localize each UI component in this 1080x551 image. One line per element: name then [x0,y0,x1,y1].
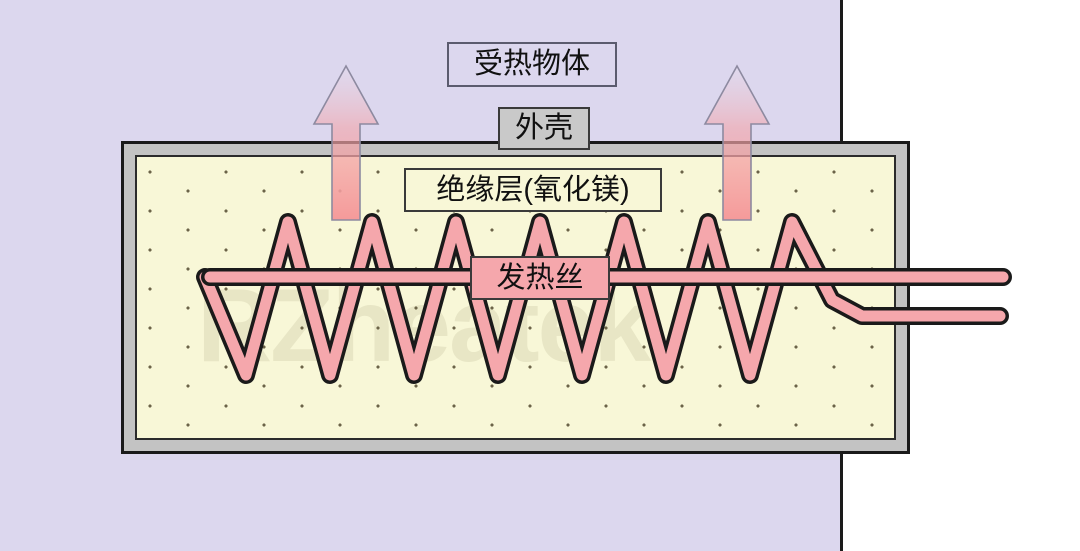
label-heating-wire: 发热丝 [470,256,610,300]
label-heated-object: 受热物体 [447,42,617,87]
heat-arrow-left-icon [312,64,380,221]
heat-arrow-right-icon [703,64,771,221]
label-insulation-layer: 绝缘层(氧化镁) [404,168,662,212]
label-shell: 外壳 [498,107,590,150]
